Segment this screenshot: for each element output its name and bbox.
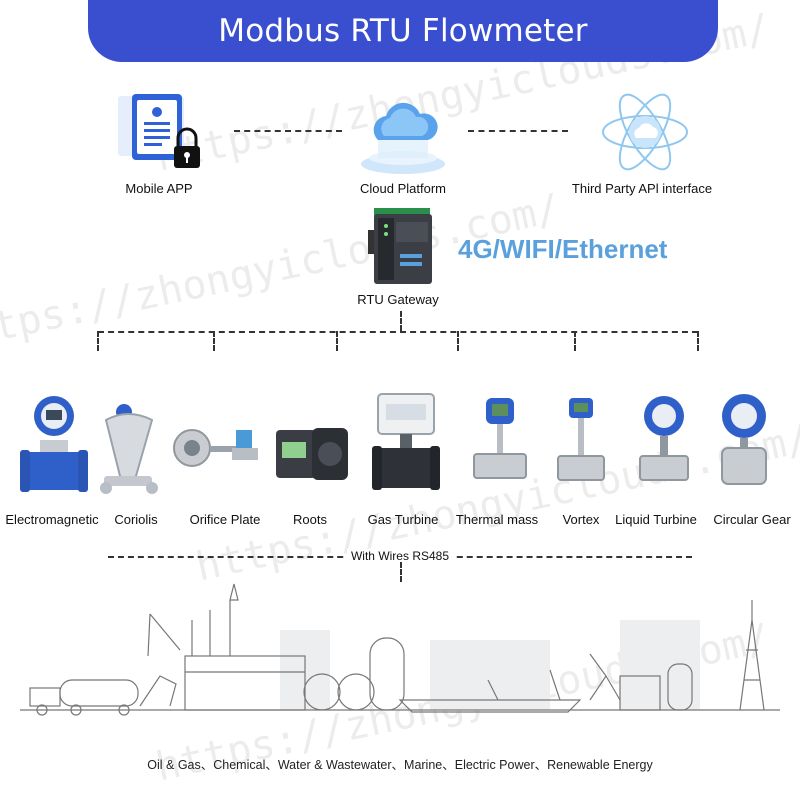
device-label: Vortex — [562, 512, 600, 527]
bus-drop — [697, 331, 699, 351]
bus-drop — [336, 331, 338, 351]
link-cloud-api — [468, 130, 568, 132]
electromagnetic-device — [18, 394, 90, 498]
vortex-device — [556, 396, 606, 492]
cloud-platform-node — [354, 90, 452, 178]
coriolis-flowmeter-icon — [100, 404, 158, 494]
mobile-app-node — [118, 92, 208, 178]
device-label: Orifice Plate — [189, 512, 261, 527]
orifice-plate-flowmeter-icon — [173, 429, 258, 467]
rtu-gateway-node — [364, 206, 442, 290]
thermal-mass-device — [470, 396, 530, 492]
bus-drop — [574, 331, 576, 351]
orifice-plate-device — [170, 424, 262, 470]
coriolis-device — [100, 402, 158, 498]
network-label: 4G/WIFI/Ethernet — [458, 234, 668, 264]
bus-drop — [213, 331, 215, 351]
rs485-drop-line — [400, 562, 402, 582]
rtu-gateway-label: RTU Gateway — [357, 292, 439, 307]
gas-turbine-device — [372, 392, 440, 496]
page-title: Modbus RTU Flowmeter — [218, 13, 588, 49]
cloud-platform-label: Cloud Platform — [360, 181, 446, 196]
device-label: Thermal mass — [455, 512, 539, 527]
electromagnetic-flowmeter-icon — [20, 396, 88, 492]
circular-gear-flowmeter-icon — [721, 394, 767, 485]
link-mobile-cloud — [234, 130, 342, 132]
vortex-flowmeter-icon — [557, 398, 605, 481]
title-banner: Modbus RTU Flowmeter — [88, 0, 718, 62]
liquid-turbine-flowmeter-icon — [639, 396, 689, 481]
atom-cloud-icon — [602, 93, 688, 171]
roots-device — [272, 424, 352, 488]
industries-list: Oil & Gas、Chemical、Water & Wastewater、Ma… — [147, 758, 653, 772]
roots-flowmeter-icon — [276, 428, 348, 480]
mobile-app-lock-icon — [118, 94, 200, 168]
device-label: Roots — [293, 512, 327, 527]
bus-drop — [97, 331, 99, 351]
device-label: Gas Turbine — [367, 512, 439, 527]
bus-drop — [457, 331, 459, 351]
watermark-text: https://zhongyiclouds.com/ — [0, 185, 565, 361]
device-label: Liquid Turbine — [615, 512, 697, 527]
device-label: Circular Gear — [713, 512, 791, 527]
device-label: Coriolis — [114, 512, 158, 527]
rtu-gateway-icon — [368, 208, 432, 284]
gas-turbine-flowmeter-icon — [372, 393, 440, 490]
industrial-skyline-illustration — [20, 583, 780, 716]
device-bus-line — [98, 331, 698, 333]
third-party-api-node — [598, 86, 692, 178]
third-party-api-label: Third Party APl interface — [571, 181, 713, 196]
gateway-drop-line — [400, 311, 402, 331]
rs485-label: With Wires RS485 — [346, 549, 454, 563]
device-label: Electromagnetic — [5, 512, 99, 527]
liquid-turbine-device — [636, 394, 692, 490]
mobile-app-label: Mobile APP — [125, 181, 193, 196]
thermal-mass-flowmeter-icon — [473, 398, 527, 479]
cloud-platform-icon — [361, 102, 445, 174]
circular-gear-device — [714, 392, 774, 492]
